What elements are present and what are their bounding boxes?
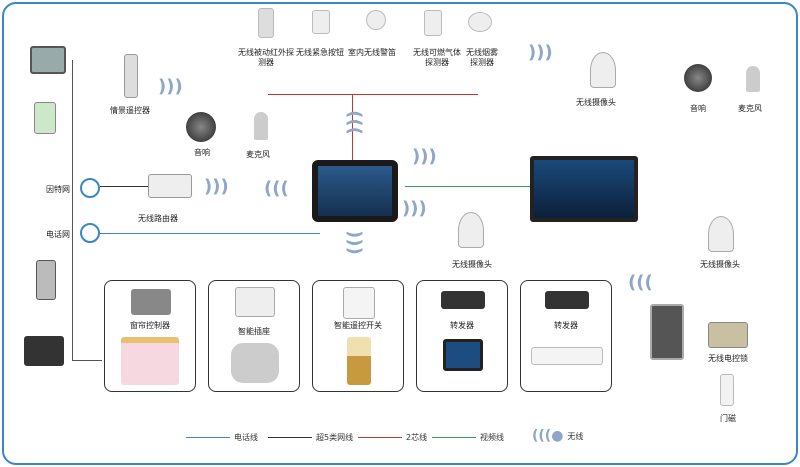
repeater-box: 转发器 <box>416 280 508 392</box>
smart-socket-box: 智能插座 <box>208 280 300 392</box>
scene-remote-icon <box>124 54 138 98</box>
wifi-icon: ))) <box>528 42 553 63</box>
camera-icon <box>708 216 734 252</box>
detector-label: 无线烟雾探测器 <box>466 48 498 67</box>
lamp-icon <box>347 337 371 385</box>
wifi-icon: (((● <box>532 428 564 444</box>
legend-phone-line: 电话线 <box>186 432 258 443</box>
camera-icon <box>458 212 484 248</box>
remote-switch-box: 智能遥控开关 <box>312 280 404 392</box>
pda-icon <box>34 102 56 134</box>
camera-label: 无线摄像头 <box>576 98 616 107</box>
lock-icon <box>708 322 748 348</box>
internet-icon <box>80 178 100 198</box>
door-sensor-icon <box>720 374 734 406</box>
speaker-icon <box>186 112 216 142</box>
wifi-icon: ))) <box>204 176 229 197</box>
wifi-icon: ((( <box>628 272 653 293</box>
legend-cat5: 超5类网线 <box>268 432 353 443</box>
detector-label: 无线紧急按钮 <box>296 48 344 57</box>
internet-label: 因特网 <box>46 185 70 194</box>
left-bus-line <box>72 60 73 360</box>
cooker-icon <box>231 343 279 383</box>
camera-icon <box>590 52 616 88</box>
computer-icon <box>30 46 66 74</box>
door-sensor-label: 门磁 <box>720 414 736 423</box>
desk-phone-icon <box>24 336 64 366</box>
mic-icon <box>746 66 760 92</box>
detector-icon <box>468 12 492 32</box>
camera-label: 无线摄像头 <box>452 260 492 269</box>
detector-icon <box>424 10 442 36</box>
speaker-label: 音响 <box>194 148 210 157</box>
box-label: 窗帘控制器 <box>130 321 170 330</box>
legend-2core: 2芯线 <box>358 432 427 443</box>
legend-video: 视频线 <box>432 432 504 443</box>
curtain-icon <box>121 337 179 385</box>
mic-label: 麦克风 <box>738 104 762 113</box>
wifi-icon: ))) <box>402 198 427 219</box>
curtain-controller-icon <box>131 289 171 315</box>
detector-label: 无线可燃气体探测器 <box>413 48 461 67</box>
keypad-icon <box>650 304 684 360</box>
router-icon <box>148 174 192 198</box>
box-label: 智能插座 <box>238 327 270 336</box>
phone-net-icon <box>80 223 100 243</box>
camera-label: 无线摄像头 <box>700 260 740 269</box>
detector-icon <box>258 8 274 38</box>
box-label: 转发器 <box>450 321 474 330</box>
detector-icon <box>312 10 330 34</box>
router-label: 无线路由器 <box>138 214 178 223</box>
tv-icon <box>530 156 638 222</box>
wifi-icon: ))) <box>158 76 183 97</box>
curtain-controller-box: 窗帘控制器 <box>104 280 196 392</box>
box-label: 转发器 <box>554 321 578 330</box>
detector-label: 无线被动红外探测器 <box>238 48 294 67</box>
phone-line <box>100 233 320 234</box>
monitor-icon <box>443 339 483 371</box>
detector-label: 室内无线警笛 <box>348 48 396 57</box>
mobile-phone-icon <box>36 260 56 300</box>
net-line <box>100 186 150 187</box>
bottom-bus <box>72 360 102 361</box>
control-panel[interactable] <box>312 160 398 222</box>
red-drop <box>352 94 353 160</box>
switch-icon <box>343 287 375 319</box>
wifi-icon: ))) <box>343 230 365 255</box>
mic-icon <box>254 112 268 140</box>
speaker-icon <box>684 64 712 92</box>
wifi-icon: ((( <box>264 178 289 199</box>
detector-icon <box>366 10 386 30</box>
wifi-icon: ))) <box>343 110 365 135</box>
repeater-icon <box>441 291 485 309</box>
lock-label: 无线电控锁 <box>708 354 748 363</box>
repeater-box: 转发器 <box>520 280 612 392</box>
socket-icon <box>235 287 275 317</box>
air-conditioner-icon <box>531 347 603 365</box>
phone-net-label: 电话网 <box>46 230 70 239</box>
legend-wireless: (((●无线 <box>532 428 584 444</box>
wifi-icon: ))) <box>412 146 437 167</box>
mic-label: 麦克风 <box>246 150 270 159</box>
speaker-label: 音响 <box>690 104 706 113</box>
scene-remote-label: 情景遥控器 <box>110 106 150 115</box>
repeater-icon <box>545 291 589 309</box>
video-line <box>405 186 530 187</box>
red-bus <box>268 94 478 95</box>
box-label: 智能遥控开关 <box>334 321 382 330</box>
